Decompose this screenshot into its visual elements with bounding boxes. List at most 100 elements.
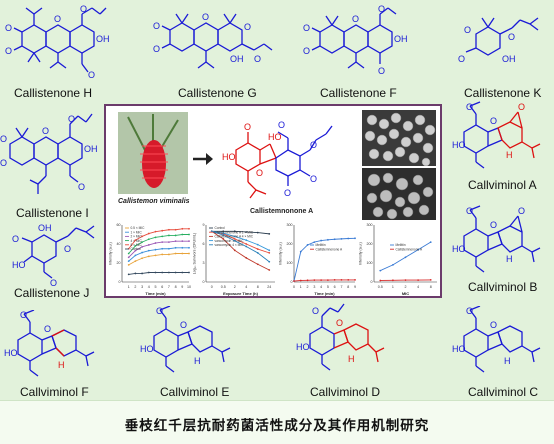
svg-text:O: O <box>336 318 343 328</box>
svg-text:O: O <box>78 182 85 192</box>
y-tick-label: 9 <box>203 223 205 227</box>
svg-text:O: O <box>50 278 57 288</box>
label-callistenone-j: Callistenone J <box>14 286 90 300</box>
data-point <box>188 271 190 274</box>
svg-text:OH: OH <box>394 34 408 44</box>
svg-text:HO: HO <box>140 344 154 354</box>
series-line <box>211 230 270 251</box>
data-point <box>154 248 157 251</box>
label-callviminol-f: Callviminol F <box>20 385 89 399</box>
data-point <box>134 272 137 275</box>
data-point <box>168 234 170 237</box>
x-axis-label: Time (min) <box>314 291 335 296</box>
y-tick-label: 0 <box>291 280 293 284</box>
product-label: Callistemnonone A <box>250 208 314 215</box>
svg-text:O: O <box>303 23 310 33</box>
data-point <box>222 230 225 233</box>
legend-label: 2 × MIC <box>131 235 143 239</box>
x-tick-label: 6 <box>334 285 336 289</box>
legend-label: 4 × MIC <box>131 239 143 243</box>
data-point <box>174 271 177 274</box>
svg-text:HO: HO <box>452 344 466 354</box>
data-point <box>147 232 150 235</box>
x-tick-label: 2 <box>134 285 136 289</box>
y-tick-label: 100 <box>367 261 373 265</box>
caption-bar: 垂枝红千层抗耐药菌活性成分及其作用机制研究 <box>0 400 554 444</box>
data-point <box>268 251 271 254</box>
data-point <box>313 279 316 281</box>
data-point <box>154 230 157 233</box>
svg-text:O: O <box>278 120 285 130</box>
series-line <box>128 228 189 250</box>
sem-image-top <box>362 110 436 166</box>
data-point <box>417 279 419 281</box>
label-callviminol-b: Callviminol B <box>468 280 538 294</box>
x-tick-label: 9 <box>181 285 183 289</box>
data-point <box>168 241 170 243</box>
data-point <box>245 245 248 248</box>
caption-text: 垂枝红千层抗耐药菌活性成分及其作用机制研究 <box>124 418 430 434</box>
data-point <box>404 256 407 259</box>
svg-text:H: H <box>58 360 65 370</box>
svg-text:O: O <box>490 220 497 230</box>
svg-text:O: O <box>464 25 471 35</box>
label-callviminol-c: Callviminol C <box>468 385 539 399</box>
svg-text:O: O <box>80 4 87 14</box>
y-axis-label: Intensity (a.u.) <box>279 242 283 265</box>
svg-text:O: O <box>64 244 71 254</box>
y-axis-label: Intensity (a.u.) <box>359 242 363 265</box>
svg-text:O: O <box>153 44 160 54</box>
svg-text:H: H <box>504 356 511 366</box>
data-point <box>161 253 164 256</box>
x-tick-label: 2 <box>234 285 236 289</box>
plant-photo <box>118 112 188 194</box>
data-point <box>168 253 170 256</box>
data-point <box>174 246 177 249</box>
data-point <box>174 228 177 231</box>
data-point <box>233 235 236 238</box>
svg-text:O: O <box>12 234 19 244</box>
data-point <box>147 249 150 252</box>
svg-text:O: O <box>303 46 310 56</box>
data-point <box>268 232 271 235</box>
svg-text:HO: HO <box>268 132 282 142</box>
label-callistenone-f: Callistenone F <box>320 86 397 100</box>
data-point <box>233 238 236 240</box>
svg-text:O: O <box>508 32 515 42</box>
data-point <box>306 244 309 246</box>
y-tick-label: 100 <box>287 261 293 265</box>
svg-text:O: O <box>244 22 251 32</box>
data-point <box>299 279 302 282</box>
data-point <box>233 230 236 233</box>
x-tick-label: 8 <box>430 285 432 289</box>
legend-label: Control <box>131 247 142 251</box>
data-point <box>141 251 143 254</box>
legend-label: Callistemnonone A 4 × MIC <box>215 235 254 239</box>
svg-text:O: O <box>5 23 12 33</box>
x-tick-label: 5 <box>327 285 329 289</box>
data-point <box>340 237 343 240</box>
data-point <box>181 246 184 249</box>
y-tick-label: 200 <box>367 242 373 246</box>
data-point <box>354 237 356 240</box>
svg-text:O: O <box>466 306 473 316</box>
svg-text:O: O <box>20 310 27 320</box>
data-point <box>245 257 248 259</box>
x-tick-label: 8 <box>347 285 349 289</box>
data-point <box>134 254 137 257</box>
data-point <box>134 249 137 252</box>
data-point <box>141 235 143 238</box>
svg-text:O: O <box>153 21 160 31</box>
svg-text:O: O <box>0 158 7 168</box>
data-point <box>188 252 190 255</box>
svg-text:OH: OH <box>96 34 110 44</box>
legend-label: Melittin <box>316 243 326 247</box>
x-axis-label: Exposure Time (h) <box>223 291 258 296</box>
data-point <box>256 263 259 266</box>
svg-text:O: O <box>310 174 317 184</box>
data-point <box>127 260 130 262</box>
